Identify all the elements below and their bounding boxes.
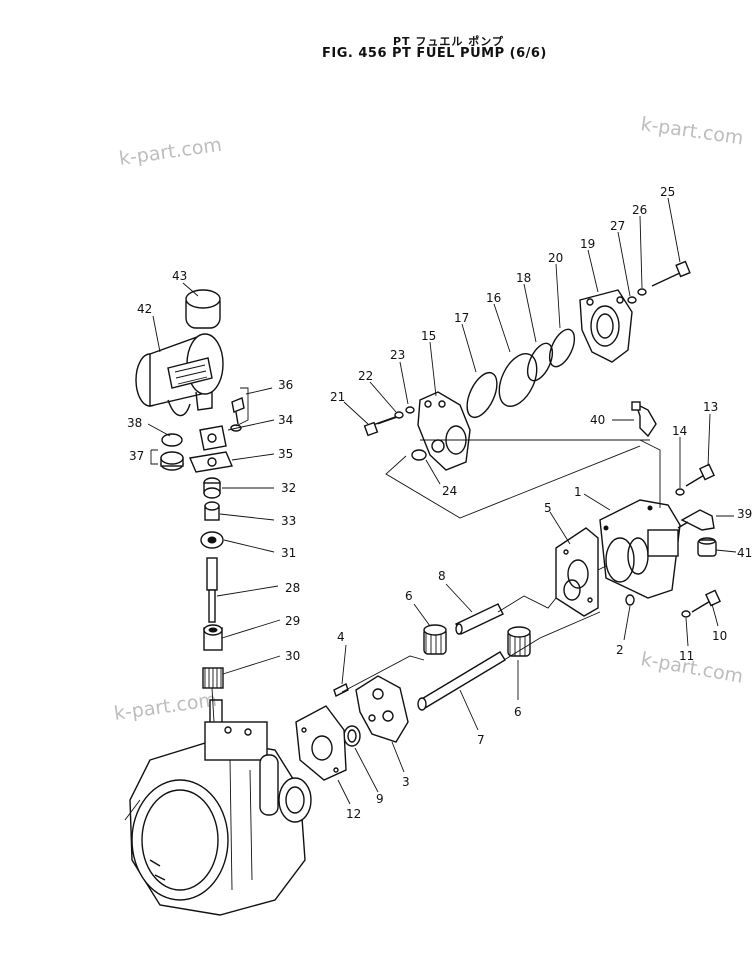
bolt-21 — [363, 415, 399, 437]
o-ring-24 — [411, 449, 427, 461]
shaft-7 — [417, 651, 506, 711]
shaft-8 — [455, 603, 504, 635]
callout-4: 4 — [337, 630, 345, 644]
front-cover-15 — [417, 391, 471, 471]
callout-27: 27 — [610, 219, 625, 233]
callout-19: 19 — [580, 237, 595, 251]
callout-5: 5 — [544, 501, 552, 515]
callout-13: 13 — [703, 400, 718, 414]
leader-lines — [211, 387, 661, 723]
nut-41 — [697, 537, 717, 557]
callout-26: 26 — [632, 203, 647, 217]
callout-8: 8 — [438, 569, 446, 583]
callout-3: 3 — [402, 775, 410, 789]
washer-11 — [681, 610, 691, 618]
pin-4 — [333, 683, 349, 697]
watermark-top-right: k-part.com — [639, 113, 745, 149]
bolt-13 — [685, 463, 715, 487]
gear-6-lower — [507, 626, 531, 657]
callout-35: 35 — [278, 447, 293, 461]
bolt-25 — [651, 260, 691, 287]
callout-42: 42 — [137, 302, 152, 316]
bolt-10 — [691, 589, 721, 613]
callout-23: 23 — [390, 348, 405, 362]
callout-14: 14 — [672, 424, 687, 438]
callouts: 43 42 36 34 38 37 35 32 33 31 28 29 30 4… — [127, 185, 752, 821]
gasket-12 — [295, 705, 347, 781]
o-ring-17 — [466, 371, 498, 419]
callout-18: 18 — [516, 271, 531, 285]
callout-17: 17 — [454, 311, 469, 325]
callout-10: 10 — [712, 629, 727, 643]
shaft-stack — [200, 477, 224, 689]
callout-7: 7 — [477, 733, 485, 747]
washer-14 — [675, 488, 685, 496]
callout-22: 22 — [358, 369, 373, 383]
o-ring-20 — [548, 328, 576, 368]
callout-25: 25 — [660, 185, 675, 199]
callout-28: 28 — [285, 581, 300, 595]
callout-12: 12 — [346, 807, 361, 821]
callout-11: 11 — [679, 649, 694, 663]
callout-16: 16 — [486, 291, 501, 305]
gear-6-upper — [423, 624, 447, 655]
o-ring-18 — [526, 342, 554, 382]
callout-37: 37 — [129, 449, 144, 463]
fuel-pump-housing — [124, 699, 312, 916]
figure-subtitle-jp: PT フュエル ポンプ — [393, 35, 504, 48]
washer-26 — [637, 288, 647, 296]
callout-36: 36 — [278, 378, 293, 392]
callout-15: 15 — [421, 329, 436, 343]
solenoid-valve-42 — [135, 289, 224, 417]
callout-39: 39 — [737, 507, 752, 521]
callout-1: 1 — [574, 485, 582, 499]
callout-41: 41 — [737, 546, 752, 560]
callout-6-lower: 6 — [514, 705, 522, 719]
elbow-39 — [677, 509, 715, 531]
callout-34: 34 — [278, 413, 293, 427]
callout-29: 29 — [285, 614, 300, 628]
watermark-bottom-left: k-part.com — [113, 689, 219, 725]
callout-33: 33 — [281, 514, 296, 528]
callout-24: 24 — [442, 484, 457, 498]
callout-2: 2 — [616, 643, 624, 657]
figure-title: FIG. 456 PT FUEL PUMP (6/6) — [322, 46, 547, 61]
callout-32: 32 — [281, 481, 296, 495]
callout-38: 38 — [127, 416, 142, 430]
pump-body-1 — [599, 499, 681, 599]
seal-9 — [343, 725, 361, 747]
callout-21: 21 — [330, 390, 345, 404]
washer-23 — [405, 406, 415, 414]
callout-40: 40 — [590, 413, 605, 427]
callout-30: 30 — [285, 649, 300, 663]
callout-6-upper: 6 — [405, 589, 413, 603]
washer-37-stack — [160, 433, 184, 471]
washer-27 — [627, 296, 637, 304]
watermark-top-left: k-part.com — [118, 134, 224, 170]
callout-9: 9 — [376, 792, 384, 806]
dowel-2 — [625, 594, 635, 606]
gasket-5 — [555, 527, 599, 617]
housing-19 — [579, 289, 633, 363]
plate-3 — [355, 675, 409, 743]
callout-20: 20 — [548, 251, 563, 265]
callout-31: 31 — [281, 546, 296, 560]
washer-22 — [394, 411, 404, 419]
elbow-40 — [631, 401, 657, 438]
callout-43: 43 — [172, 269, 187, 283]
